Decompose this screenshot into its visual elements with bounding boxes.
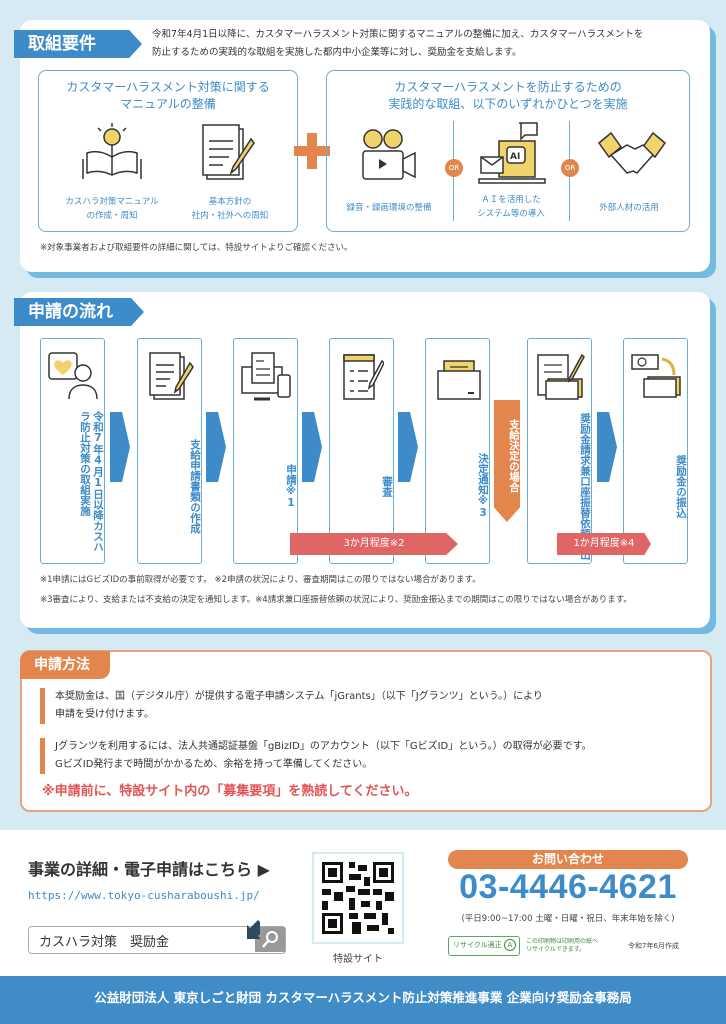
plus-icon <box>294 133 330 169</box>
contact-hours: (平日9:00~17:00 土曜・日曜・祝日、年末年始を除く) <box>461 914 675 924</box>
requirements-note: ※対象事業者および取組要件の詳細に関しては、特設サイトよりご確認ください。 <box>40 243 353 253</box>
recycle-badge: リサイクル適正 A <box>448 936 520 956</box>
svg-text:AI: AI <box>510 152 520 162</box>
requirements-panel <box>20 20 710 272</box>
phone-number[interactable]: 03-4446-4621 <box>459 868 677 906</box>
contact-label: お問い合わせ <box>448 850 688 869</box>
flow-arrow <box>110 412 130 482</box>
flow-arrow <box>398 412 418 482</box>
flow-step: 奨励金請求兼口座振替依頼提出 <box>527 338 592 564</box>
flow-step: 申請※1 <box>233 338 298 564</box>
method-para-1: 本奨励金は、国（デジタル庁）が提供する電子申請システム「jGrants」（以下「… <box>40 688 543 724</box>
practice-box: カスタマーハラスメントを防止するための実践的な取組、以下のいずれかひとつを実施 … <box>326 70 690 232</box>
decision-arrow: 支給決定の場合 <box>494 400 520 522</box>
handshake-icon <box>597 131 667 174</box>
flow-step: 決定通知※3 <box>425 338 490 564</box>
document-pen-icon <box>202 124 255 180</box>
flow-arrow <box>302 412 322 482</box>
search-button[interactable] <box>255 927 285 952</box>
created-date: 令和7年6月作成 <box>628 942 679 950</box>
requirements-tag: 取組要件 <box>14 30 142 58</box>
requirements-desc: 令和7年4月1日以降に、カスタマーハラスメント対策に関するマニュアルの整備に加え… <box>152 29 644 58</box>
or-badge: OR <box>445 159 463 177</box>
site-url[interactable]: https://www.tokyo-cusharaboushi.jp/ <box>28 889 260 902</box>
document-pen-icon <box>149 352 194 400</box>
period-bar-1-month: 1か月程度※4 <box>557 533 651 555</box>
search-box[interactable]: カスハラ対策 奨励金 <box>28 926 286 954</box>
flow-arrow <box>206 412 226 482</box>
money-transfer-icon <box>631 354 681 398</box>
flow-step: 審査 <box>329 338 394 564</box>
flow-step: 令和7年4月1日以降カスハラ防止対策の取組実施 <box>40 338 105 564</box>
video-camera-icon <box>362 129 416 180</box>
flow-step: 奨励金の振込 <box>623 338 688 564</box>
method-tag: 申請方法 <box>20 651 110 679</box>
qr-caption: 特設サイト <box>333 954 383 965</box>
checklist-icon <box>343 354 384 400</box>
pointer-arrow-icon <box>247 920 260 939</box>
qr-code-icon <box>322 862 394 934</box>
flow-tag: 申請の流れ <box>14 298 144 326</box>
method-warning: ※申請前に、特設サイト内の「募集要項」を熟読してください。 <box>42 784 418 799</box>
flow-notes: ※1申請にはGビズIDの事前取得が必要です。 ※2申請の状況により、審査期間はこ… <box>40 575 632 605</box>
period-bar-3-months: 3か月程度※2 <box>290 533 458 555</box>
search-icon <box>262 931 278 948</box>
search-input[interactable]: カスハラ対策 奨励金 <box>39 935 170 950</box>
bank-form-icon <box>537 353 585 400</box>
or-badge: OR <box>561 159 579 177</box>
envelope-icon <box>437 360 481 400</box>
computer-icon <box>241 352 291 401</box>
recycle-text: この印刷物は印刷用の紙へリサイクルできます。 <box>526 938 599 953</box>
ai-laptop-icon: AI <box>478 122 546 184</box>
manual-box: カスタマーハラスメント対策に関するマニュアルの整備 カスハラ対策マニュアルの作成… <box>38 70 298 232</box>
method-para-2: Jグランツを利用するには、法人共通認証基盤「gBizID」のアカウント（以下「G… <box>40 738 592 774</box>
flow-arrow <box>597 412 617 482</box>
organization-banner: 公益財団法人 東京しごと財団 カスタマーハラスメント防止対策推進事業 企業向け奨… <box>0 976 726 1024</box>
details-headline: 事業の詳細・電子申請はこちら ▶ <box>28 860 270 879</box>
method-panel <box>20 650 712 812</box>
heart-person-icon <box>48 352 98 400</box>
book-lightbulb-icon <box>82 123 142 179</box>
qr-code[interactable] <box>312 852 404 944</box>
flow-step: 支給申請書類の作成 <box>137 338 202 564</box>
